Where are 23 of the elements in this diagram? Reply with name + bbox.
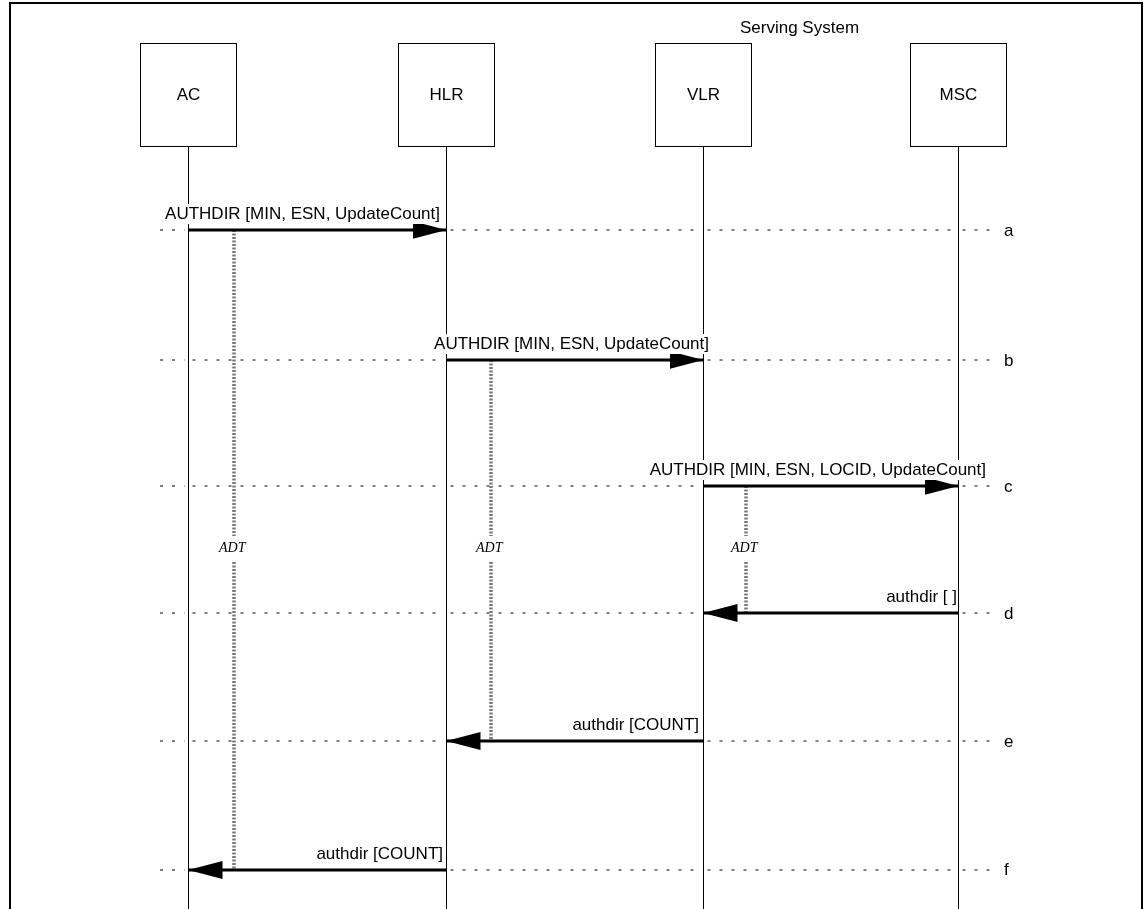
- timer-label: ADT: [731, 539, 758, 557]
- row-letter: d: [1004, 604, 1014, 624]
- message-label: AUTHDIR [MIN, ESN, UpdateCount]: [164, 204, 441, 224]
- row-letter: e: [1004, 732, 1014, 752]
- timer-label: ADT: [476, 539, 503, 557]
- message-label: authdir [ ]: [885, 587, 958, 607]
- message-label: AUTHDIR [MIN, ESN, LOCID, UpdateCount]: [648, 460, 987, 480]
- message-arrow: [446, 732, 704, 750]
- participant-name: AC: [176, 85, 201, 105]
- message-label: authdir [COUNT]: [315, 844, 444, 864]
- row-letter: f: [1004, 860, 1009, 880]
- message-label: authdir [COUNT]: [571, 715, 700, 735]
- participant-name: MSC: [939, 85, 978, 105]
- row-letter: c: [1004, 477, 1013, 497]
- message-label: AUTHDIR [MIN, ESN, UpdateCount]: [433, 334, 710, 354]
- row-letter: a: [1004, 221, 1014, 241]
- participant-name: HLR: [429, 85, 464, 105]
- message-arrow: [188, 861, 447, 879]
- row-letter: b: [1004, 351, 1014, 371]
- timer-label: ADT: [219, 539, 246, 557]
- system-label: Serving System: [740, 18, 860, 38]
- message-arrow: [703, 604, 959, 622]
- participant-name: VLR: [686, 85, 721, 105]
